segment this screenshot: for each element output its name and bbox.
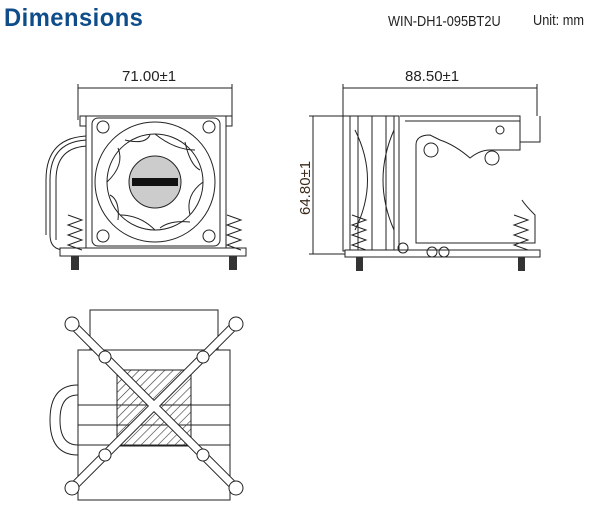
unit-label: Unit: mm xyxy=(533,12,584,29)
model-number: WIN-DH1-095BT2U xyxy=(388,13,501,30)
page-title: Dimensions xyxy=(4,4,144,32)
side-width-dimension xyxy=(342,84,538,120)
front-width-dimension xyxy=(77,84,233,120)
side-width-label: 88.50±1 xyxy=(405,68,460,85)
front-width-label: 71.00±1 xyxy=(122,68,177,85)
side-view xyxy=(342,115,541,271)
front-view xyxy=(45,115,247,270)
side-height-dimension xyxy=(309,115,345,255)
top-view xyxy=(49,309,244,501)
